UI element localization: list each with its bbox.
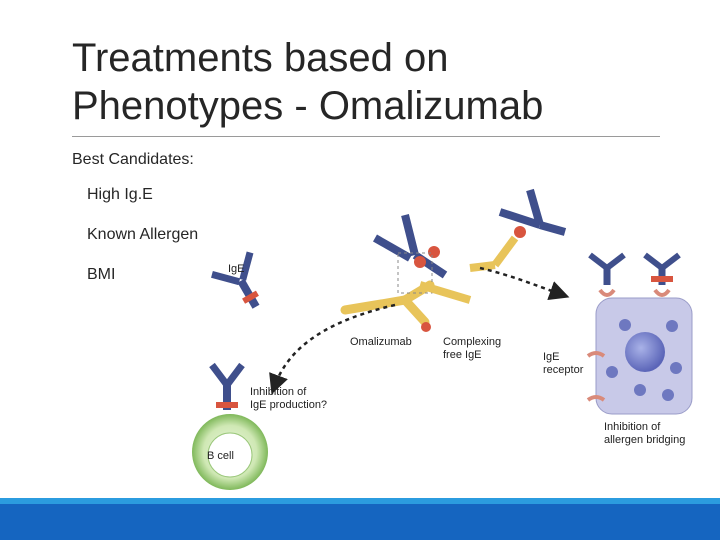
- footer-band-dark: [0, 504, 720, 540]
- b-cell-ige: [209, 362, 245, 410]
- receptor-left-lower: [586, 395, 606, 402]
- label-receptor-2: receptor: [543, 364, 584, 376]
- bullet-high-ige: High Ig.E: [87, 186, 153, 203]
- label-omalizumab: Omalizumab: [350, 336, 412, 348]
- label-receptor-1: IgE: [543, 351, 560, 363]
- label-inhibition-bridging-1: Inhibition of: [604, 421, 661, 433]
- slide-title: Treatments based on Phenotypes - Omalizu…: [72, 34, 672, 130]
- label-ige: IgE: [228, 263, 245, 275]
- label-inhibition-bridging-2: allergen bridging: [604, 434, 685, 446]
- mast-cell: [595, 297, 693, 415]
- title-divider: [72, 136, 660, 137]
- label-b-cell: B cell: [207, 450, 234, 462]
- label-inhibition-production-2: IgE production?: [250, 399, 327, 411]
- arrow-to-mast-cell: [479, 266, 570, 301]
- free-ige-antibody: [211, 251, 260, 309]
- candidate-list: High Ig.E Known Allergen BMI: [87, 183, 198, 303]
- label-complexing-1: Complexing: [443, 336, 501, 348]
- footer-band-light: [0, 498, 720, 504]
- title-line-2: Phenotypes - Omalizumab: [72, 84, 544, 128]
- label-complexing-2: free IgE: [443, 349, 482, 361]
- ige-complex-center: [373, 214, 472, 304]
- bullet-bmi: BMI: [87, 266, 116, 283]
- subheading: Best Candidates:: [72, 151, 194, 168]
- receptor-ige-right: [643, 252, 681, 297]
- bullet-known-allergen: Known Allergen: [87, 226, 199, 243]
- title-line-1: Treatments based on: [72, 36, 449, 80]
- omalizumab-mechanism-diagram: IgE Omalizumab Complexing free IgE In: [192, 188, 693, 490]
- label-inhibition-production-1: Inhibition of: [250, 386, 307, 398]
- b-cell: [192, 414, 268, 490]
- ige-complex-top: [469, 188, 567, 272]
- receptor-ige-left: [588, 252, 626, 297]
- receptor-left-upper: [586, 351, 606, 358]
- omalizumab-antibody: [340, 280, 435, 332]
